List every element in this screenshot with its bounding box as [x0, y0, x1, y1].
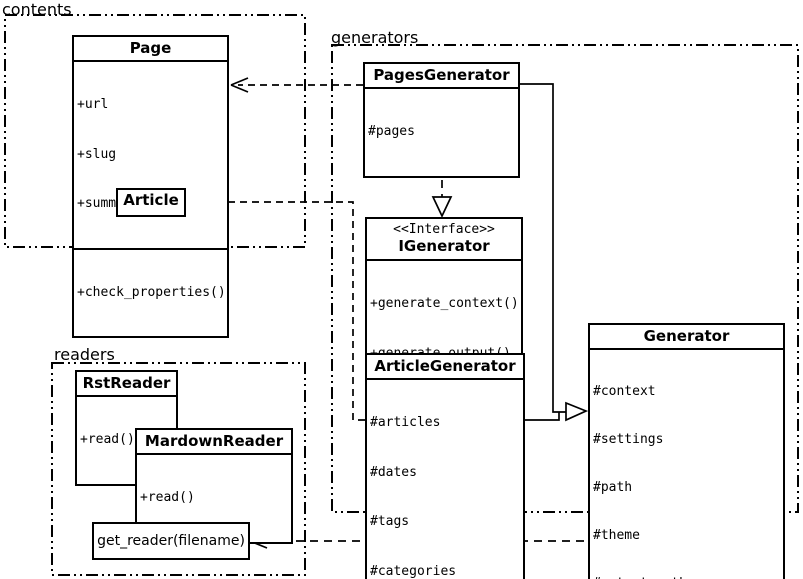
class-box-generator: Generator #context #settings #path #them… [588, 323, 785, 579]
class-attributes-pagesgenerator: #pages [365, 89, 518, 176]
edge-pagesgenerator-uses-page [230, 77, 363, 93]
class-title-page: Page [74, 37, 227, 62]
class-box-articlegenerator: ArticleGenerator #articles #dates #tags … [365, 353, 525, 579]
attribute: #settings [593, 432, 664, 447]
interface-name: IGenerator [398, 237, 490, 255]
class-box-pagesgenerator: PagesGenerator #pages [363, 62, 520, 178]
attribute: #context [593, 384, 656, 399]
class-title-generator: Generator [590, 325, 783, 350]
class-title-mardownreader: MardownReader [137, 430, 291, 455]
method: +read() [140, 490, 195, 505]
package-label-generators: generators [331, 28, 419, 47]
package-border-generators [331, 44, 799, 513]
attribute: #path [593, 480, 633, 495]
node-get-reader: get_reader(filename) [92, 522, 250, 560]
attribute: #pages [368, 124, 415, 139]
class-methods-mardownreader: +read() [137, 455, 291, 542]
class-attributes-page: +url +slug +summary [74, 62, 227, 250]
package-border-readers [51, 362, 306, 576]
attribute: +url [77, 97, 109, 112]
method: +check_properties() [77, 284, 226, 300]
attribute: #dates [370, 464, 417, 480]
method: +generate_context() [370, 296, 519, 311]
class-title-rstreader: RstReader [77, 372, 176, 397]
attribute: #theme [593, 528, 640, 543]
attribute: #articles [370, 415, 441, 430]
edge-pagesgenerator-inherits-generator [520, 83, 589, 422]
class-methods-rstreader: +read() [77, 397, 176, 484]
class-title-igenerator: <<Interface>> IGenerator [367, 219, 521, 261]
class-methods-page: +check_properties() [74, 250, 227, 337]
attribute: #categories [370, 563, 457, 579]
class-title-article: Article [123, 191, 179, 209]
class-attributes-generator: #context #settings #path #theme #output_… [590, 350, 783, 579]
attribute: +slug [77, 146, 117, 162]
package-label-contents: contents [2, 0, 72, 19]
attribute: #output_path [593, 576, 780, 579]
class-title-pagesgenerator: PagesGenerator [365, 64, 518, 89]
class-title-articlegenerator: ArticleGenerator [367, 355, 523, 380]
class-box-page: Page +url +slug +summary +check_properti… [72, 35, 229, 338]
method: +read() [80, 432, 135, 447]
class-box-article: Article [116, 188, 186, 217]
package-label-readers: readers [54, 345, 115, 364]
class-attributes-articlegenerator: #articles #dates #tags #categories [367, 380, 523, 579]
attribute: #tags [370, 514, 410, 529]
interface-stereotype: <<Interface>> [393, 222, 495, 237]
edge-articlegenerator-inherits-generator [525, 412, 560, 421]
